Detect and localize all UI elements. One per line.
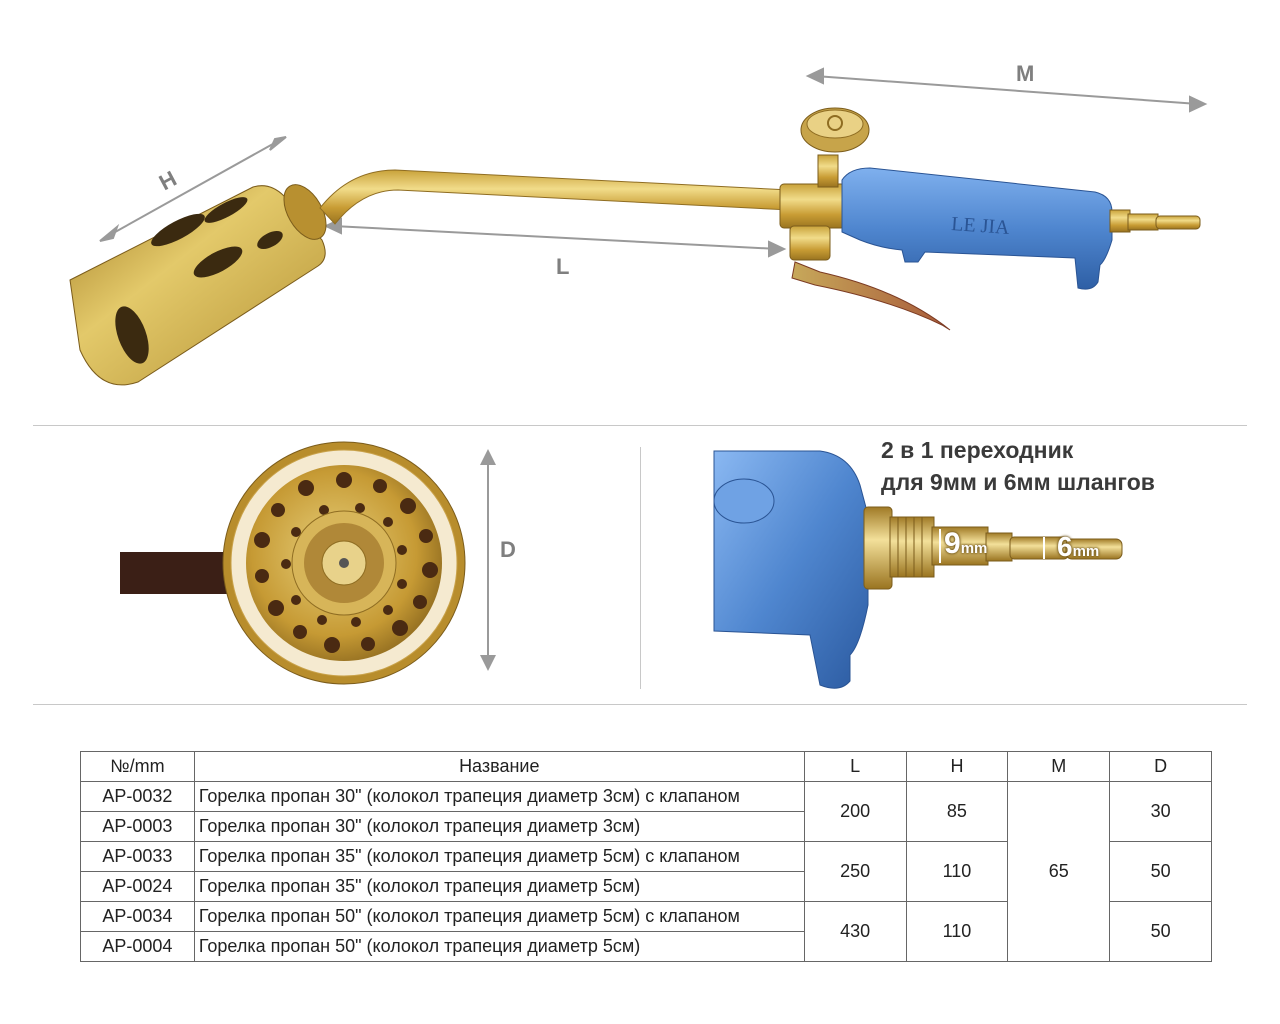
- cell-code: AP-0033: [80, 841, 195, 872]
- dimension-label-m: M: [1016, 61, 1035, 86]
- header-code: №/mm: [80, 751, 195, 782]
- cell-l: 250: [803, 841, 907, 902]
- cell-name: Горелка пропан 30" (колокол трапеция диа…: [193, 781, 805, 812]
- gas-tube: [319, 169, 791, 225]
- trigger-lever: [791, 261, 951, 331]
- adapter-size-6-unit: mm: [1072, 543, 1100, 560]
- cell-d: 50: [1109, 841, 1212, 902]
- cell-name: Горелка пропан 35" (колокол трапеция диа…: [193, 871, 805, 902]
- cell-name: Горелка пропан 50" (колокол трапеция диа…: [193, 931, 805, 962]
- torch-illustration: LE JIA: [69, 67, 1208, 386]
- table-header-row: №/mm Название L H M D: [80, 751, 1212, 782]
- adapter-title-line1: 2 в 1 переходник: [881, 437, 1074, 463]
- cell-h: 110: [905, 901, 1009, 962]
- cell-d: 50: [1109, 901, 1212, 962]
- header-l: L: [803, 751, 907, 782]
- cell-code: AP-0003: [80, 811, 195, 842]
- adapter-size-9-value: 9: [944, 527, 961, 560]
- adapter-size-6-value: 6: [1057, 531, 1073, 562]
- dimension-arrow-h: [99, 136, 287, 242]
- cell-l: 430: [803, 901, 907, 962]
- spec-table: №/mm Название L H M D AP-0032 Горелка пр…: [80, 751, 1212, 962]
- valve-knob-icon: [800, 107, 870, 153]
- cell-code: AP-0004: [80, 931, 195, 962]
- cell-d: 30: [1109, 781, 1212, 842]
- header-d: D: [1109, 751, 1212, 782]
- cell-h: 110: [905, 841, 1009, 902]
- table-row: AP-0032 Горелка пропан 30" (колокол трап…: [80, 781, 1212, 962]
- handle: LE JIA: [841, 167, 1113, 290]
- valve-body: [779, 154, 846, 261]
- burner-bell: [69, 184, 327, 386]
- header-name: Название: [193, 751, 805, 782]
- cell-name: Горелка пропан 30" (колокол трапеция диа…: [193, 811, 805, 842]
- dimension-label-l: L: [556, 254, 570, 279]
- adapter-title: 2 в 1 переходник для 9мм и 6мм шлангов: [881, 434, 1155, 498]
- cell-l: 200: [803, 781, 907, 842]
- table-row: AP-0024 Горелка пропан 35" (колокол трап…: [80, 871, 1212, 902]
- cell-h: 85: [905, 781, 1009, 842]
- header-m: M: [1007, 751, 1111, 782]
- section-divider-top: [33, 425, 1247, 426]
- brand-logo: LE JIA: [951, 213, 1011, 239]
- dimension-arrow-l: [323, 217, 787, 258]
- table-row: AP-0004 Горелка пропан 50" (колокол трап…: [80, 931, 1212, 962]
- adapter-size-6: 6mm: [1057, 531, 1099, 563]
- burner-face-illustration: [120, 441, 466, 685]
- cell-name: Горелка пропан 50" (колокол трапеция диа…: [193, 901, 805, 932]
- dimension-arrow-d: [480, 449, 496, 671]
- burner-holes: [254, 472, 438, 653]
- adapter-size-9-unit: mm: [960, 540, 988, 557]
- cell-m: 65: [1007, 781, 1111, 962]
- cell-code: AP-0032: [80, 781, 195, 812]
- hose-fitting: [1109, 209, 1201, 233]
- adapter-title-line2: для 9мм и 6мм шлангов: [881, 469, 1155, 495]
- cell-code: AP-0034: [80, 901, 195, 932]
- adapter-illustration: [713, 450, 1123, 689]
- table-row: AP-0033 Горелка пропан 35" (колокол трап…: [80, 841, 1212, 902]
- dimension-arrow-m: [805, 67, 1208, 113]
- cell-name: Горелка пропан 35" (колокол трапеция диа…: [193, 841, 805, 872]
- cell-code: AP-0024: [80, 871, 195, 902]
- adapter-size-9: 9mm: [944, 527, 987, 561]
- section-divider-vertical: [640, 447, 641, 689]
- header-h: H: [905, 751, 1009, 782]
- section-divider-bottom: [33, 704, 1247, 705]
- dimension-label-d: D: [500, 537, 516, 562]
